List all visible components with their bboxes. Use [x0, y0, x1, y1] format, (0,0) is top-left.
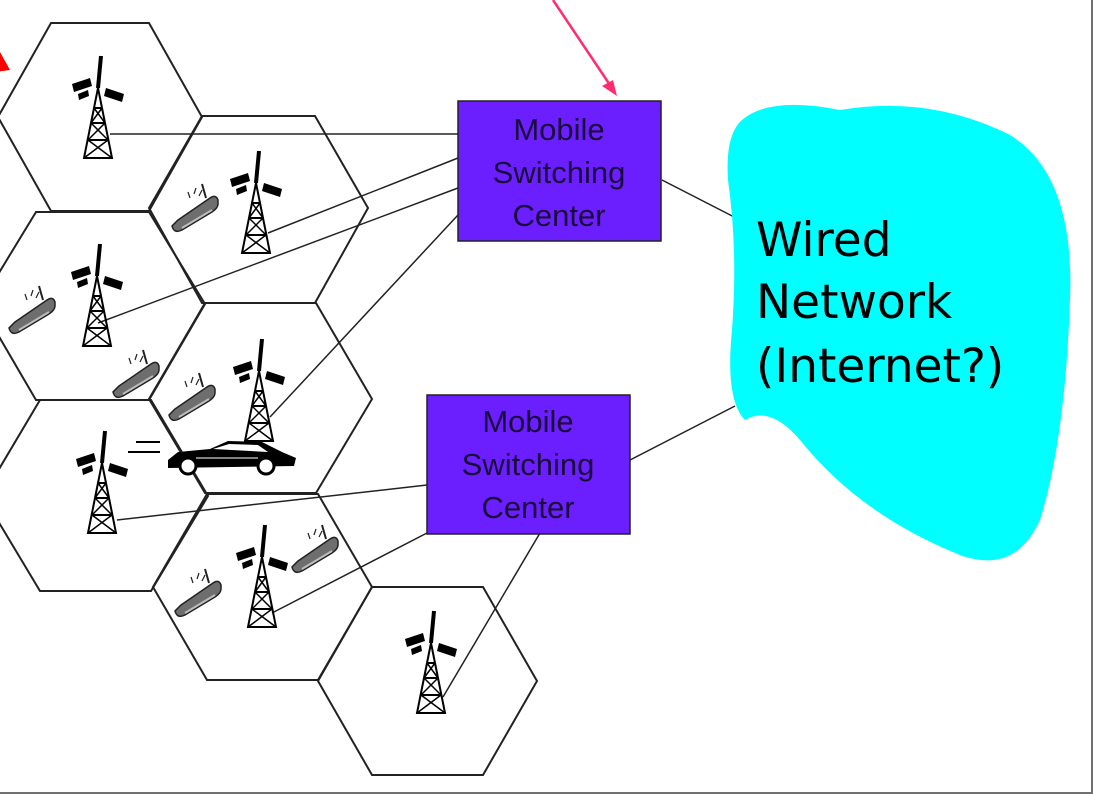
mobile-phone-icon	[291, 524, 339, 574]
cell-tower-icon	[69, 242, 125, 348]
cell-5	[0, 399, 210, 592]
car-icon	[128, 441, 296, 476]
cell-tower-icon	[228, 149, 284, 255]
cell-tower-icon	[70, 54, 126, 160]
msc-bottom-line3: Center	[481, 490, 574, 525]
wired-network-label-line1: Wired	[756, 213, 892, 268]
pointer-arrows	[0, 0, 617, 96]
msc-bottom-line2: Switching	[462, 447, 595, 482]
cell-tower-icon	[234, 523, 290, 629]
mobile-phone-icon	[174, 568, 222, 618]
connection-lines	[97, 133, 741, 698]
mobile-phone-icon	[171, 183, 219, 233]
mobile-phone-icon	[168, 372, 216, 422]
cell-tower-icon	[74, 429, 130, 535]
mobile-phone-icon	[112, 349, 160, 399]
cell-tower-icon	[231, 337, 287, 443]
cell-tower-icon	[403, 609, 459, 715]
mobile-switching-center-bottom: Mobile Switching Center	[426, 394, 631, 535]
msc-top-line1: Mobile	[513, 112, 604, 147]
cell-7	[316, 586, 539, 776]
cell-6	[151, 493, 374, 681]
msc-top-line2: Switching	[493, 155, 626, 190]
mobile-phone-icon	[8, 285, 56, 335]
msc-top-line3: Center	[512, 198, 605, 233]
wired-network-cloud: Wired Network (Internet?)	[727, 104, 1071, 561]
cell-2	[147, 115, 370, 304]
wired-network-label-line3: (Internet?)	[756, 339, 1004, 394]
mobile-switching-center-top: Mobile Switching Center	[457, 100, 662, 242]
msc-bottom-line1: Mobile	[482, 404, 573, 439]
wired-network-label-line2: Network	[756, 275, 953, 330]
